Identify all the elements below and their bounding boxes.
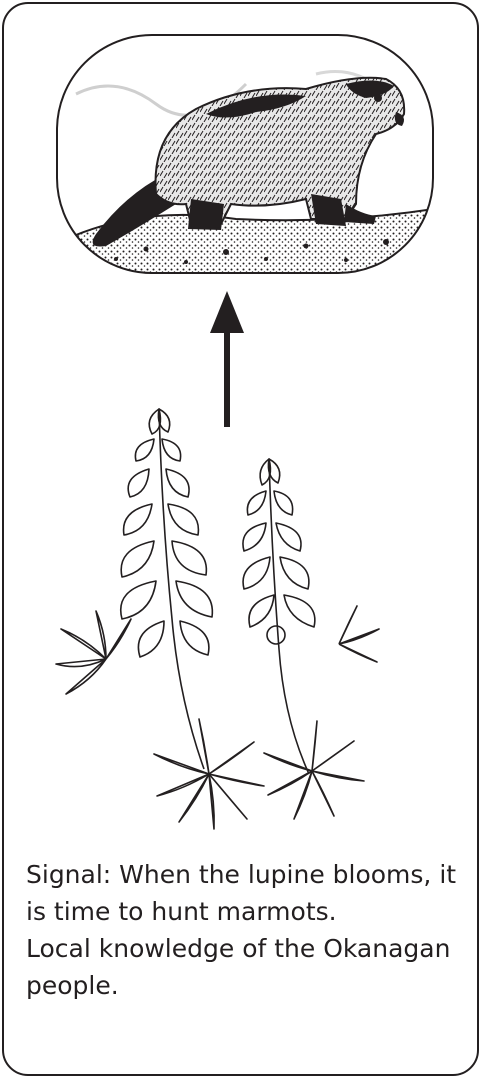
caption: Signal: When the lupine blooms, it is ti… [26,856,466,1004]
knowledge-text: Local knowledge of the Okanagan people. [26,930,466,1004]
lupine-illustration [44,399,389,839]
signal-text: Signal: When the lupine blooms, it is ti… [26,856,466,930]
marmot-illustration [56,34,434,274]
